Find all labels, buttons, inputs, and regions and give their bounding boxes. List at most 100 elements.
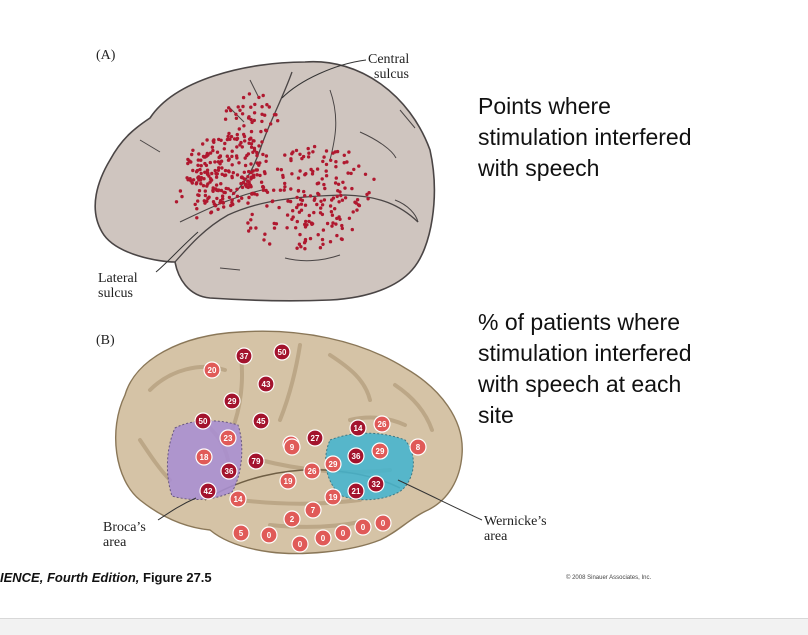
site-circle bbox=[374, 514, 392, 532]
stimulation-point bbox=[264, 188, 268, 193]
stimulation-point bbox=[306, 146, 310, 151]
stimulation-point bbox=[290, 152, 294, 156]
stimulation-point bbox=[250, 191, 254, 196]
site-marker: 18 bbox=[195, 448, 213, 466]
stimulation-point bbox=[235, 145, 239, 149]
site-value: 45 bbox=[257, 417, 266, 426]
stimulation-point bbox=[259, 180, 264, 184]
stimulation-point bbox=[321, 242, 325, 246]
stimulation-point bbox=[227, 106, 231, 110]
site-marker: 2 bbox=[283, 510, 301, 528]
stimulation-point bbox=[205, 184, 209, 188]
stimulation-point bbox=[303, 194, 307, 198]
stimulation-point bbox=[247, 137, 252, 141]
stimulation-point bbox=[341, 180, 345, 184]
stimulation-point bbox=[249, 129, 254, 134]
site-circle bbox=[279, 472, 297, 490]
site-value: 0 bbox=[298, 540, 303, 549]
lateral-sulcus-line1: Lateral bbox=[98, 271, 138, 286]
stimulation-point bbox=[214, 187, 218, 191]
stimulation-point bbox=[252, 148, 257, 152]
stimulation-point bbox=[321, 228, 326, 232]
stimulation-point bbox=[325, 221, 330, 226]
site-value: 0 bbox=[321, 534, 326, 543]
stimulation-point bbox=[260, 119, 264, 124]
site-circle bbox=[199, 482, 217, 500]
lateral-fissure bbox=[174, 194, 419, 263]
stimulation-point bbox=[208, 180, 212, 184]
stimulation-point bbox=[315, 167, 320, 171]
stimulation-point bbox=[255, 161, 259, 165]
stimulation-point bbox=[191, 148, 195, 152]
site-value: 14 bbox=[354, 424, 363, 433]
stimulation-point bbox=[214, 183, 219, 187]
site-value: 36 bbox=[225, 467, 234, 476]
stimulation-point bbox=[300, 156, 304, 161]
stimulation-point bbox=[355, 198, 360, 202]
stimulation-point bbox=[349, 171, 353, 176]
stimulation-point bbox=[205, 151, 209, 156]
stimulation-point bbox=[243, 163, 248, 168]
stimulation-point bbox=[249, 117, 253, 122]
stimulation-point bbox=[229, 134, 234, 139]
site-circle bbox=[334, 524, 352, 542]
stimulation-point bbox=[319, 199, 323, 203]
stimulation-point bbox=[246, 175, 250, 179]
stimulation-point bbox=[285, 226, 289, 230]
stimulation-point bbox=[196, 199, 200, 203]
central-sulcus-line1: Central bbox=[368, 52, 410, 67]
stimulation-point bbox=[240, 185, 245, 190]
stimulation-point bbox=[306, 155, 311, 159]
stimulation-point bbox=[213, 204, 218, 208]
stimulation-point bbox=[227, 170, 231, 174]
site-marker: 14 bbox=[229, 490, 247, 508]
site-value: 19 bbox=[329, 493, 338, 502]
stimulation-point bbox=[298, 169, 302, 173]
site-marker: 32 bbox=[367, 475, 385, 493]
stimulation-point bbox=[244, 182, 248, 186]
site-marker: 8 bbox=[409, 438, 427, 456]
stimulation-point bbox=[296, 189, 301, 193]
stimulation-point bbox=[242, 124, 246, 128]
site-marker: 0 bbox=[354, 518, 372, 536]
stimulation-point bbox=[264, 159, 268, 163]
caption-b-line3: with speech at each bbox=[478, 371, 682, 397]
stimulation-point bbox=[283, 153, 287, 157]
stimulation-point bbox=[321, 159, 325, 164]
stimulation-point bbox=[232, 191, 236, 195]
stimulation-point bbox=[201, 142, 205, 146]
site-value: 43 bbox=[262, 380, 271, 389]
site-circle bbox=[349, 419, 367, 437]
stimulation-point bbox=[323, 186, 327, 191]
brain-a-outline bbox=[94, 60, 436, 302]
site-circle bbox=[291, 535, 309, 553]
stimulation-point bbox=[217, 166, 221, 170]
stimulation-point bbox=[203, 193, 208, 198]
stimulation-point bbox=[331, 151, 335, 155]
stimulation-point bbox=[196, 163, 200, 167]
stimulation-point bbox=[277, 205, 281, 210]
site-marker: 42 bbox=[199, 482, 217, 500]
stimulation-point bbox=[265, 204, 269, 208]
stimulation-point bbox=[324, 174, 329, 178]
stimulation-point bbox=[236, 105, 240, 109]
site-value: 23 bbox=[224, 434, 233, 443]
stimulation-point bbox=[324, 169, 328, 173]
site-value: 37 bbox=[240, 352, 249, 361]
site-circle bbox=[194, 412, 212, 430]
stimulation-point bbox=[197, 189, 202, 193]
stimulation-point bbox=[254, 168, 258, 172]
stimulation-point bbox=[297, 242, 302, 246]
site-marker: 29 bbox=[223, 392, 241, 410]
wernicke-label: Wernicke’s area bbox=[484, 514, 547, 544]
stimulation-point bbox=[185, 176, 189, 180]
stimulation-point bbox=[340, 226, 344, 231]
stimulation-point bbox=[263, 232, 267, 236]
stimulation-point bbox=[328, 204, 333, 208]
site-marker: 20 bbox=[203, 361, 221, 379]
stimulation-point bbox=[274, 222, 279, 226]
stimulation-point bbox=[307, 213, 311, 218]
stimulation-point bbox=[319, 206, 323, 210]
stimulation-point bbox=[324, 162, 329, 167]
stimulation-point bbox=[222, 190, 226, 194]
